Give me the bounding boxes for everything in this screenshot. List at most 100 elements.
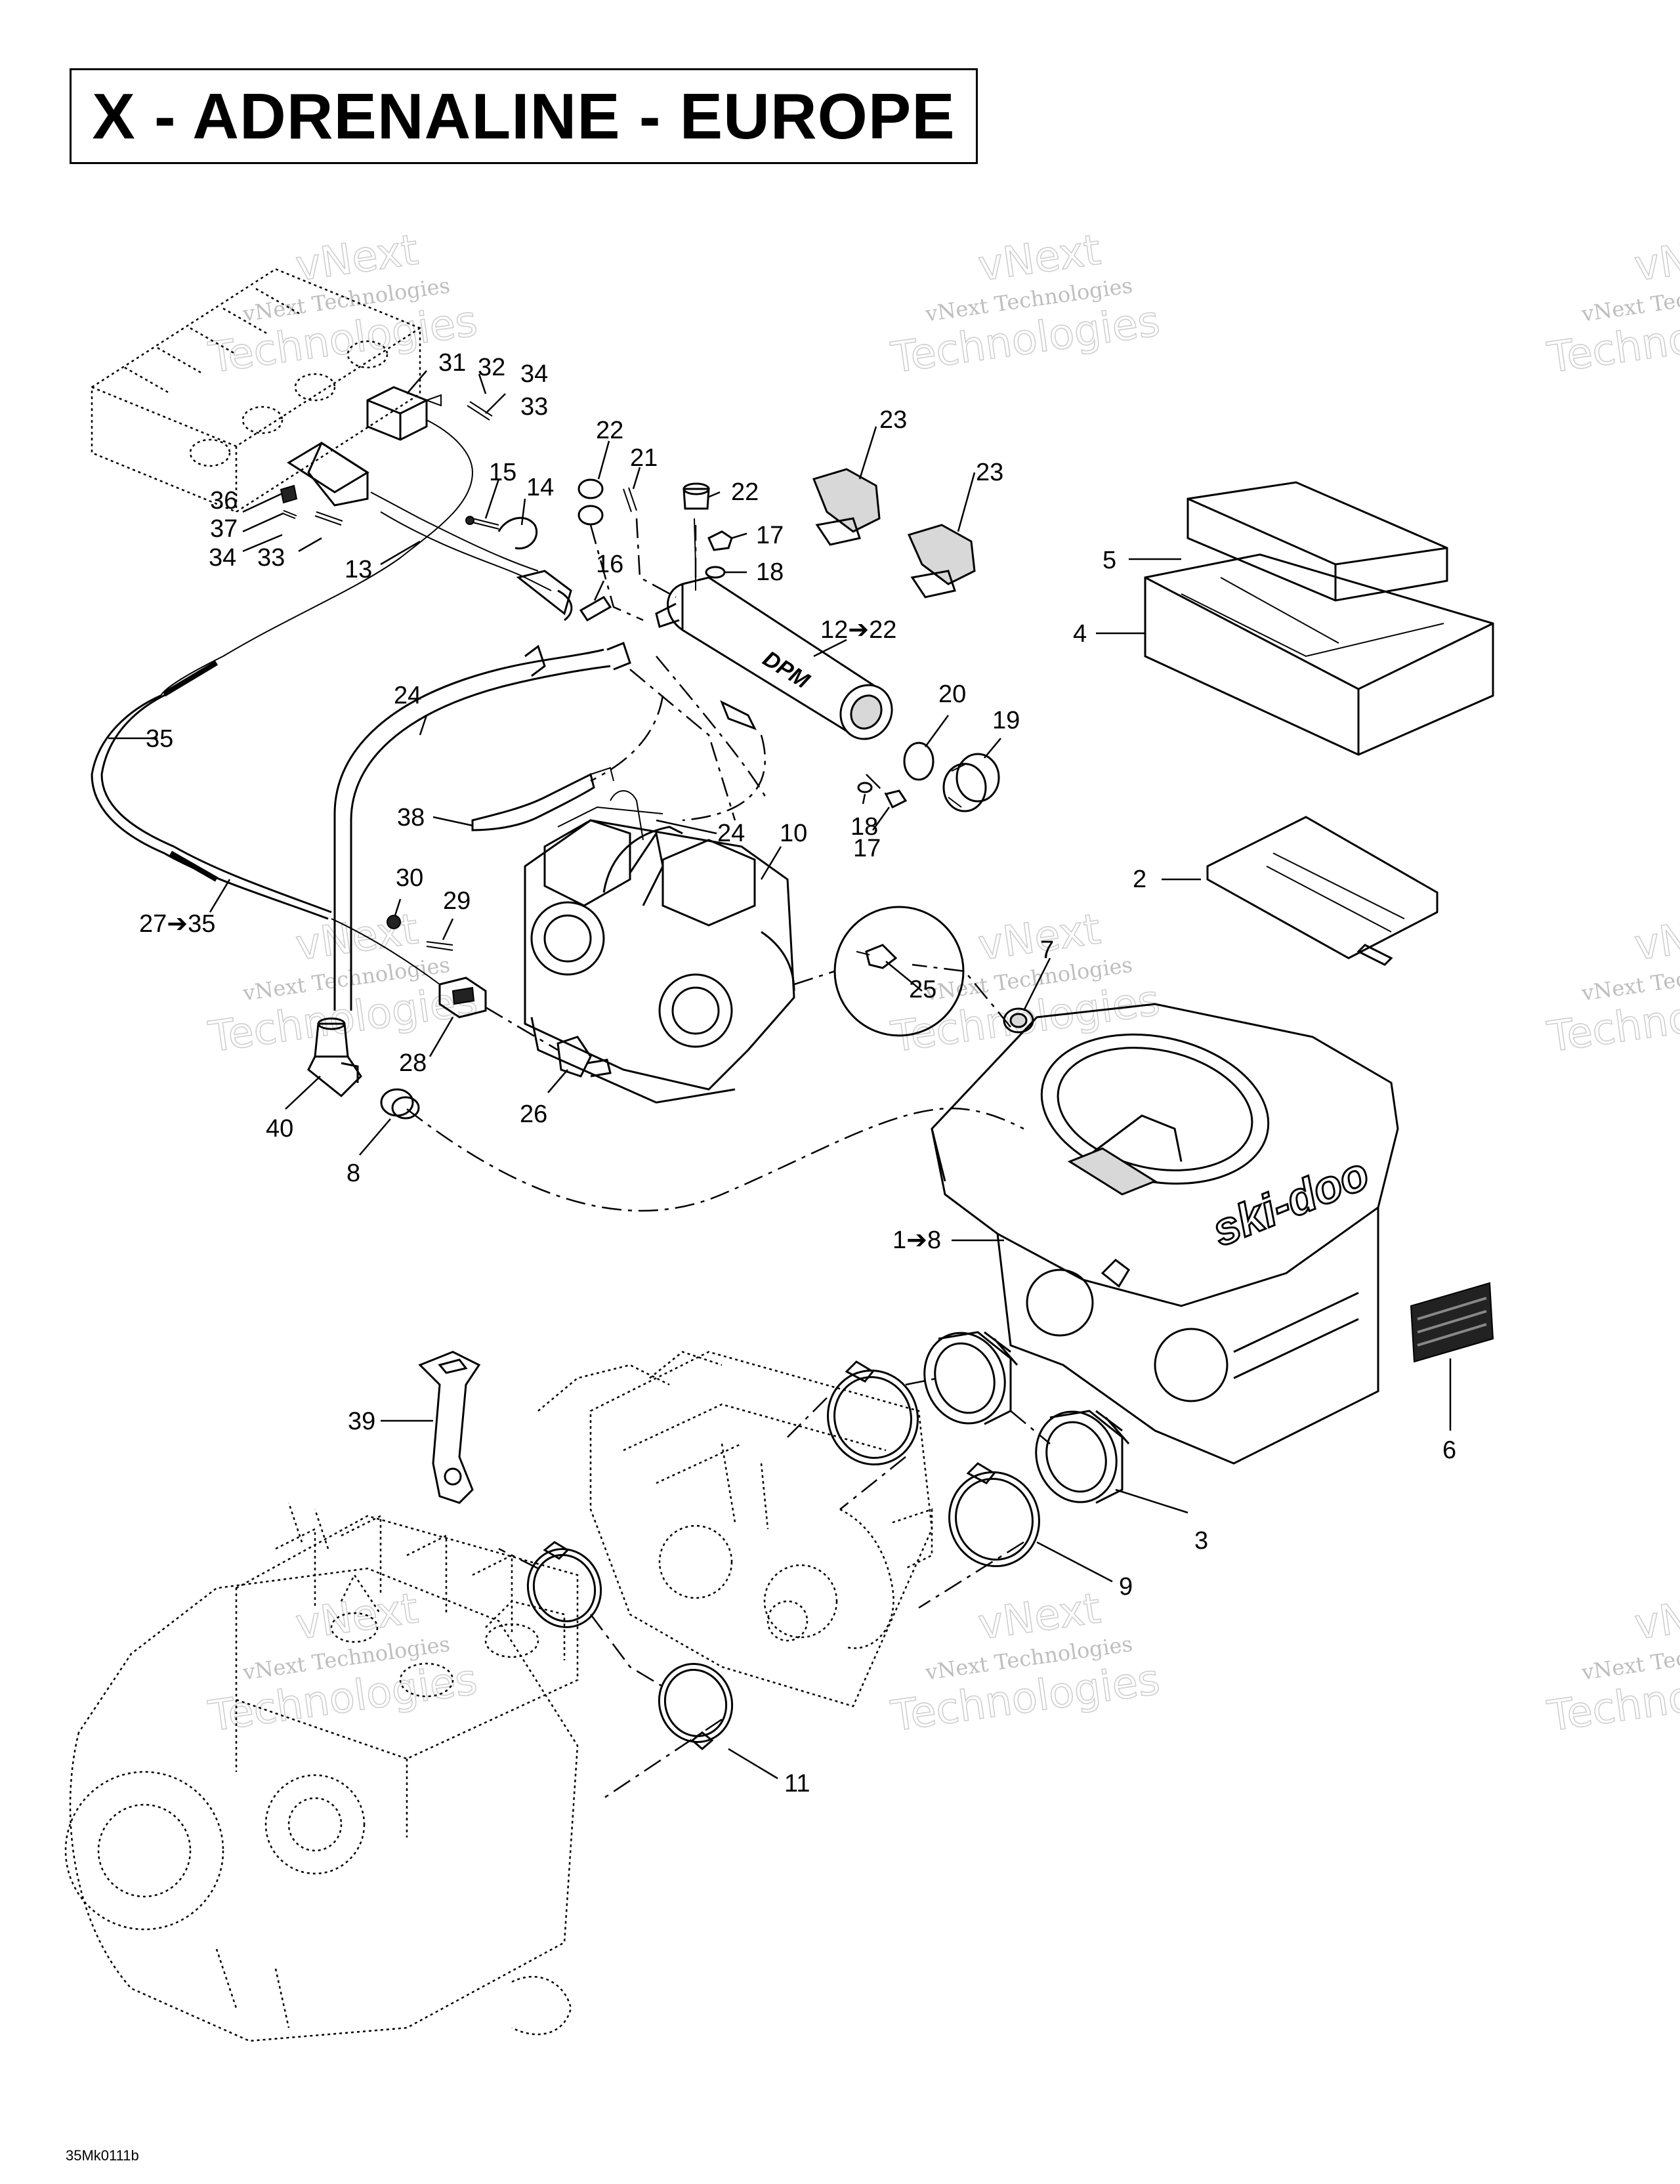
callout-23: 23 [879,406,907,434]
watermark-8: vNext vNext Technologies Technologies [888,1584,1164,1742]
part-3-adaptor-b [1035,1410,1130,1504]
callout-18: 18 [756,558,784,586]
callout-32: 32 [478,354,505,381]
part-2-plate [1206,816,1438,966]
callout-13: 13 [345,556,372,583]
part-23-clamp-a [812,468,881,546]
part-24-hose [333,642,631,1011]
callout-34: 34 [520,360,548,388]
callout-labels: 31 32 34 33 22 21 22 23 23 15 14 36 37 3… [139,349,1456,1797]
part-9-clamp-b [948,1462,1040,1568]
svg-text:ski-doo: ski-doo [1205,1147,1376,1256]
callout-36: 36 [210,487,238,514]
part-4-filter-frame [1144,553,1494,756]
part-17-plug [707,530,733,551]
part-3-adaptor-a [923,1331,1018,1425]
part-9-clamp-a [827,1360,919,1466]
part-40-elbow [307,1017,362,1098]
callout-37: 37 [210,515,238,543]
callout-22: 22 [596,417,623,444]
svg-text:vNext: vNext [1631,1584,1680,1649]
part-13-harness [287,441,573,621]
callout-34b: 34 [209,544,236,572]
reference-carburetor-lower [537,1351,933,1708]
callout-30: 30 [396,864,423,892]
part-18b-oring [857,782,873,793]
part-22-cap [682,482,710,510]
callout-27-35: 27➔35 [139,910,215,938]
part-21-screw [623,487,637,513]
callout-17: 17 [756,522,784,549]
page-title: X - ADRENALINE - EUROPE [92,79,956,152]
dpm-logo: DPM [759,646,814,694]
part-17b-plug [884,789,908,809]
callout-2: 2 [1133,866,1146,893]
callout-24: 24 [394,682,421,709]
reference-engine [64,1502,579,2042]
callout-14: 14 [526,474,554,501]
callout-5: 5 [1102,547,1116,574]
part-39-strap [418,1351,481,1504]
callout-7: 7 [1040,936,1054,964]
part-23-clamp-b [907,524,976,598]
part-6-decal [1410,1282,1494,1363]
callout-24b: 24 [717,820,745,847]
part-37-seal [282,510,297,519]
callout-38: 38 [397,804,425,831]
callout-35: 35 [146,725,173,753]
callout-8: 8 [346,1160,360,1187]
part-36-pin [280,484,298,504]
reference-ecu-module [91,268,421,513]
callout-9: 9 [1119,1573,1133,1601]
watermark-4: vNext vNext Technologies Technologies [205,904,481,1062]
part-26-fitting [556,1036,612,1078]
part-1-airbox: ski-doo [931,1003,1399,1465]
callout-10: 10 [780,820,807,847]
leader-lines [108,370,1452,1780]
svg-text:vNext: vNext [1631,226,1680,291]
callout-4: 4 [1073,620,1087,648]
watermark-9: vNext vNext Technologies Technologies [1544,1584,1680,1742]
callout-18b: 18 [850,813,878,841]
watermark-7: vNext vNext Technologies Technologies [205,1584,481,1742]
callout-12-22: 12➔22 [820,616,896,644]
callout-1-8: 1➔8 [892,1227,941,1254]
callout-22b: 22 [731,478,759,506]
callout-19: 19 [992,707,1020,734]
callout-25: 25 [909,976,936,1003]
callout-26: 26 [520,1101,547,1128]
watermark-group: vNext vNext Technologies Technologies vN… [205,225,1680,1742]
part-35-cable [91,660,332,920]
callout-33b: 33 [257,544,285,572]
part-10-carburetors [524,790,795,1104]
part-32-pin [425,394,442,407]
ski-doo-logo: ski-doo [1204,1146,1377,1257]
callout-15: 15 [489,459,516,486]
part-15-screw [465,516,499,530]
callout-21: 21 [630,444,658,472]
part-28-connector [331,918,487,1018]
callout-40: 40 [266,1115,293,1143]
watermark-1: vNext vNext Technologies Technologies [205,225,481,383]
assembly-lines [406,518,1051,1799]
callout-3: 3 [1194,1527,1208,1555]
title-box: X - ADRENALINE - EUROPE [70,68,978,164]
part-30-nut [387,915,401,929]
callout-16: 16 [596,551,623,578]
watermark-3: vNext vNext Technologies Technologies [1544,225,1680,383]
callout-17b: 17 [853,835,881,862]
part-18-oring [705,566,726,579]
callout-23b: 23 [976,459,1003,486]
callout-20: 20 [938,681,966,708]
part-11-clamp-b [658,1663,734,1750]
callout-28: 28 [399,1049,427,1077]
part-31-connector [160,386,474,696]
part-22-ring [578,478,604,526]
part-8-grommet [380,1088,420,1120]
part-33-seal [467,401,493,421]
part-16-fitting [579,596,612,621]
callout-29: 29 [443,887,471,915]
svg-text:vNext: vNext [1631,905,1680,970]
